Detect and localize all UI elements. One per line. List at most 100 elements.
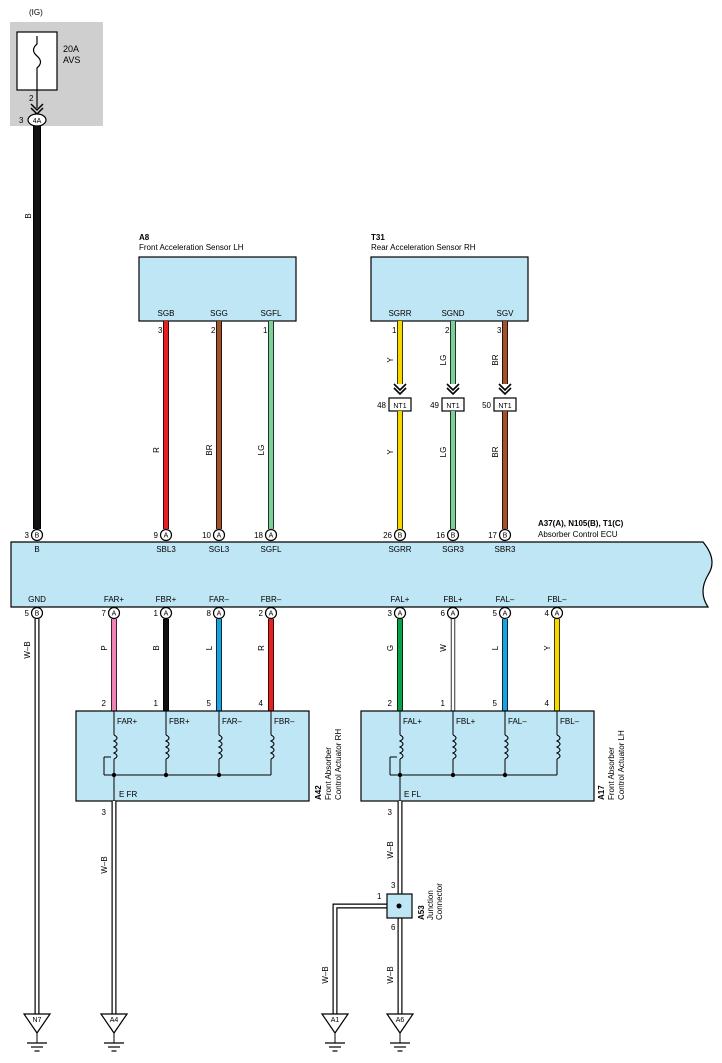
ground-wire-label: W–B xyxy=(100,856,109,873)
sensor-rear-id: T31 xyxy=(371,233,385,242)
ecu-actuator-wire-label: B xyxy=(152,645,161,650)
ecu-top-connector-badge xyxy=(30,528,44,542)
actuator-lh-ground-name: E FL xyxy=(404,790,421,799)
ecu-bottom-connector-badge xyxy=(498,606,512,620)
ecu-top-pin-num: 10 xyxy=(202,531,211,540)
ecu-actuator-wire-label: Y xyxy=(543,645,552,651)
ecu-bottom-pin-name: FBR+ xyxy=(156,595,177,604)
chevron-down-icon xyxy=(393,383,407,396)
sensor-front-wire-label: R xyxy=(152,447,161,453)
ecu-id: A37(A), N105(B), T1(C) xyxy=(538,519,624,528)
ecu-bottom-connector-badge xyxy=(107,606,121,620)
sensor-front-pin-num: 2 xyxy=(211,326,216,335)
coil-icon xyxy=(451,734,457,760)
ecu-top-pin-name: SGL3 xyxy=(209,545,230,554)
nt1-pin-num: 49 xyxy=(430,401,439,410)
nt1-connector-label: NT1 xyxy=(446,403,459,410)
ecu-top-connector-badge-letter: A xyxy=(217,533,222,540)
actuator-lh-pin-name: FBL+ xyxy=(456,717,476,726)
junction-pin-top: 3 xyxy=(391,881,396,890)
ground-wire-label: W–B xyxy=(23,641,32,658)
ecu-top-pin-name: SGFL xyxy=(261,545,282,554)
sensor-front-box xyxy=(138,256,297,322)
ecu-top-connector-badge xyxy=(498,528,512,542)
sensor-rear-box xyxy=(370,256,529,322)
ecu-bottom-pin-num: 2 xyxy=(259,609,264,618)
ecu-bottom-connector-badge-letter: A xyxy=(451,611,456,618)
ecu-bottom-connector-badge-letter: A xyxy=(398,611,403,618)
ecu-top-connector-badge xyxy=(446,528,460,542)
actuator-rh-pin-name: FAR+ xyxy=(117,717,138,726)
ecu-top-pin-num: 16 xyxy=(436,531,445,540)
coil-icon xyxy=(503,734,509,760)
nt1-connector-label: NT1 xyxy=(498,403,511,410)
fuse-pin-conn: 3 xyxy=(19,116,24,125)
actuator-lh-pin-num: 4 xyxy=(545,699,550,708)
chevron-down-icon xyxy=(446,383,460,396)
sensor-rear-name: Rear Acceleration Sensor RH xyxy=(371,243,476,252)
sensor-front-pin-name: SGFL xyxy=(261,309,282,318)
sensor-rear-wire-label-upper: BR xyxy=(491,354,500,365)
ground-triangle-icon xyxy=(99,1013,129,1035)
sensor-front-pin-num: 1 xyxy=(263,326,268,335)
actuator-rh-name-1: Front Absorber xyxy=(324,747,333,800)
ecu-top-connector-badge xyxy=(212,528,226,542)
ground-triangle-icon xyxy=(385,1013,415,1035)
actuator-lh-ground-pin: 3 xyxy=(388,808,393,817)
ecu-top-pin-num: 3 xyxy=(25,531,30,540)
ecu-bottom-connector-badge-letter: A xyxy=(217,611,222,618)
ecu-bottom-connector-badge xyxy=(212,606,226,620)
ecu-bottom-connector-badge-letter: A xyxy=(164,611,169,618)
ground-id: N7 xyxy=(33,1017,42,1024)
ecu-box xyxy=(10,541,713,608)
actuator-rh-ground-name: E FR xyxy=(119,790,137,799)
ecu-bottom-pin-name: FAR– xyxy=(209,595,230,604)
nt1-connector-label: NT1 xyxy=(393,403,406,410)
actuator-lh-pin-num: 5 xyxy=(493,699,498,708)
chevron-down-icon xyxy=(498,383,512,396)
sensor-front-name: Front Acceleration Sensor LH xyxy=(139,243,244,252)
coil-icon xyxy=(164,734,170,760)
sensor-rear-pin-name: SGND xyxy=(441,309,464,318)
ecu-actuator-wire-label: G xyxy=(386,645,395,651)
junction-node xyxy=(396,903,402,909)
actuator-lh-pin-name: FAL+ xyxy=(403,717,422,726)
ecu-top-pins: B3BA9SBL3A10SGL3A18SGFLB26SGRRB16SGR3B17… xyxy=(25,528,516,554)
ecu-bottom-pin-name: FBL+ xyxy=(443,595,463,604)
ig-label: (IG) xyxy=(29,8,43,17)
fuse-name: AVS xyxy=(63,55,80,65)
actuator-rh-ground-pin: 3 xyxy=(102,808,107,817)
ecu-top-connector-badge xyxy=(159,528,173,542)
actuator-rh-pin-name: FBR+ xyxy=(169,717,190,726)
ecu-top-connector-badge-letter: A xyxy=(164,533,169,540)
sensor-front-pin-name: SGB xyxy=(158,309,175,318)
ground-triangle-icon xyxy=(22,1013,52,1035)
actuator-rh-box xyxy=(75,710,310,802)
ecu-actuator-wire-label: L xyxy=(491,645,500,650)
ecu-actuator-wire-label: W xyxy=(439,644,448,652)
ecu-actuator-wire-label: L xyxy=(205,645,214,650)
ecu-actuator-wire-label: R xyxy=(257,645,266,651)
ecu-bottom-connector-badge-letter: A xyxy=(503,611,508,618)
ecu-top-connector-badge-letter: B xyxy=(503,533,508,540)
ecu-name: Absorber Control ECU xyxy=(538,530,618,539)
ecu-bottom-connector-badge-letter: A xyxy=(112,611,117,618)
ground-wires: W–BW–BW–BW–BW–B xyxy=(23,619,403,1016)
ground-wire-a1 xyxy=(333,904,387,1016)
ecu-bottom-connector-badge xyxy=(393,606,407,620)
sensor-rear-pin-num: 2 xyxy=(445,326,450,335)
ecu-bottom-pins: GNDB5FAR+PA7FBR+BA1FAR–LA8FBR–RA2FAL+GA3… xyxy=(25,595,567,711)
junction-pin-bottom: 6 xyxy=(391,923,396,932)
sensor-front-pin-name: SGG xyxy=(210,309,228,318)
ground-id: A1 xyxy=(331,1017,340,1024)
ecu-top-pin-num: 26 xyxy=(383,531,392,540)
ecu-bottom-connector-badge-letter: A xyxy=(269,611,274,618)
ecu-top-connector-badge xyxy=(393,528,407,542)
coil-icon xyxy=(398,734,404,760)
sensor-rear-pin-num: 3 xyxy=(497,326,502,335)
fuse-icon xyxy=(32,36,42,82)
